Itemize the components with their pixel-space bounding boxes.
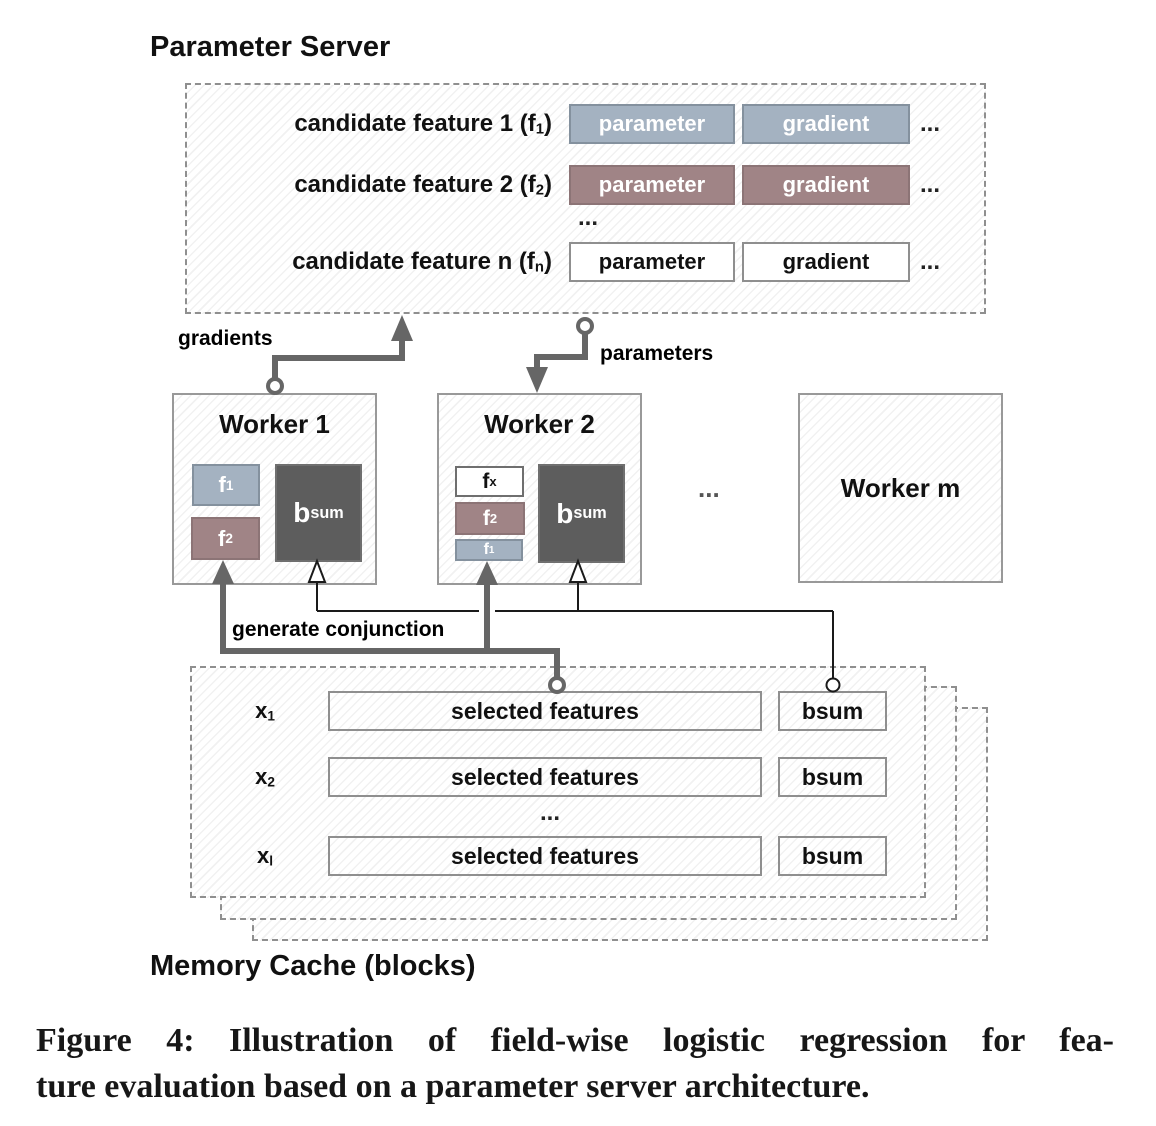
mem-rowl-x-label: xl	[256, 843, 274, 869]
gradient-cell-f1: gradient	[742, 104, 910, 144]
mem-rowl-selected-features: selected features	[328, 836, 762, 876]
gradients-label: gradients	[178, 327, 273, 350]
figure-caption: Figure 4: Illustration of field-wise log…	[36, 1018, 1114, 1110]
gradients-arrow	[266, 315, 413, 395]
parameter-server-title: Parameter Server	[150, 31, 391, 63]
generate-conjunction-label: generate conjunction	[232, 618, 445, 641]
rown-ellipsis: ...	[920, 248, 941, 275]
memory-cache-title: Memory Cache (blocks)	[150, 950, 476, 982]
mem-ellipsis: ...	[540, 799, 561, 826]
mem-row2-bsum: bsum	[778, 757, 887, 797]
parameter-cell-fn: parameter	[569, 242, 735, 282]
workerm-box: Worker m	[798, 393, 1003, 583]
parameters-label: parameters	[600, 342, 714, 365]
mem-row1-x-label: x1	[255, 698, 275, 724]
row1-ellipsis: ...	[920, 110, 941, 137]
caption-line1: Figure 4: Illustration of field-wise log…	[36, 1022, 1114, 1059]
parameters-arrow	[526, 317, 594, 393]
caption-line2: ture evaluation based on a parameter ser…	[36, 1068, 870, 1105]
worker1-title: Worker 1	[219, 409, 330, 439]
gradient-cell-fn: gradient	[742, 242, 910, 282]
parameter-cell-f1: parameter	[569, 104, 735, 144]
mem-row2-x-label: x2	[255, 764, 275, 790]
workerm-title: Worker m	[840, 472, 961, 503]
ps-middle-ellipsis: ...	[578, 204, 599, 231]
worker2-title: Worker 2	[484, 409, 595, 439]
gradient-cell-f2: gradient	[742, 165, 910, 205]
candidate-feature-1-label: candidate feature 1 (f1)	[294, 110, 552, 138]
parameter-cell-f2: parameter	[569, 165, 735, 205]
row2-ellipsis: ...	[920, 171, 941, 198]
mem-row1-bsum: bsum	[778, 691, 887, 731]
mem-row1-selected-features: selected features	[328, 691, 762, 731]
candidate-feature-n-label: candidate feature n (fn)	[292, 248, 552, 276]
mem-row2-selected-features: selected features	[328, 757, 762, 797]
workers-ellipsis: ...	[698, 473, 720, 503]
mem-rowl-bsum: bsum	[778, 836, 887, 876]
candidate-feature-2-label: candidate feature 2 (f2)	[294, 171, 552, 199]
